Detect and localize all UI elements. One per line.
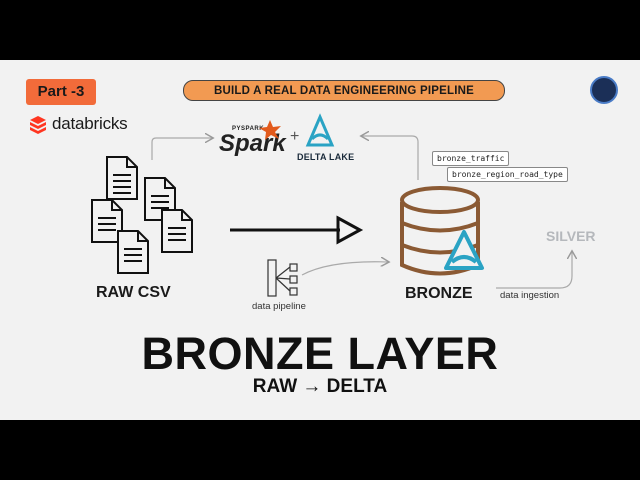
data-pipeline-icon xyxy=(267,259,298,297)
databricks-logo-icon xyxy=(30,116,46,134)
raw-csv-label: RAW CSV xyxy=(96,284,171,301)
pipeline-banner: BUILD A REAL DATA ENGINEERING PIPELINE xyxy=(183,80,505,101)
table-tag-bronze-traffic: bronze_traffic xyxy=(432,151,510,166)
bronze-database-icon xyxy=(400,186,484,276)
thumbnail-canvas: Part -3 BUILD A REAL DATA ENGINEERING PI… xyxy=(0,60,640,420)
raw-csv-documents-icon xyxy=(91,156,193,274)
table-tag-bronze-region-road-type: bronze_region_road_type xyxy=(447,167,568,182)
databricks-wordmark: databricks xyxy=(52,114,128,133)
subtitle: RAW → DELTA xyxy=(252,376,388,397)
silver-label: SILVER xyxy=(546,228,596,244)
delta-lake-wordmark: DELTA LAKE xyxy=(297,152,355,162)
delta-lake-icon xyxy=(305,113,335,147)
raw-to-bronze-arrow xyxy=(230,215,364,245)
main-title: BRONZE LAYER xyxy=(141,328,499,379)
data-pipeline-label: data pipeline xyxy=(252,301,306,312)
data-ingestion-label: data ingestion xyxy=(500,290,560,301)
bronze-label: BRONZE xyxy=(405,285,473,302)
pyspark-label: PYSPARK xyxy=(232,126,265,132)
part-badge: Part -3 xyxy=(26,79,96,105)
spark-star-icon xyxy=(259,120,281,140)
connector-lines xyxy=(151,60,640,289)
channel-logo-icon xyxy=(590,76,618,104)
plus-sign: + xyxy=(290,128,300,145)
